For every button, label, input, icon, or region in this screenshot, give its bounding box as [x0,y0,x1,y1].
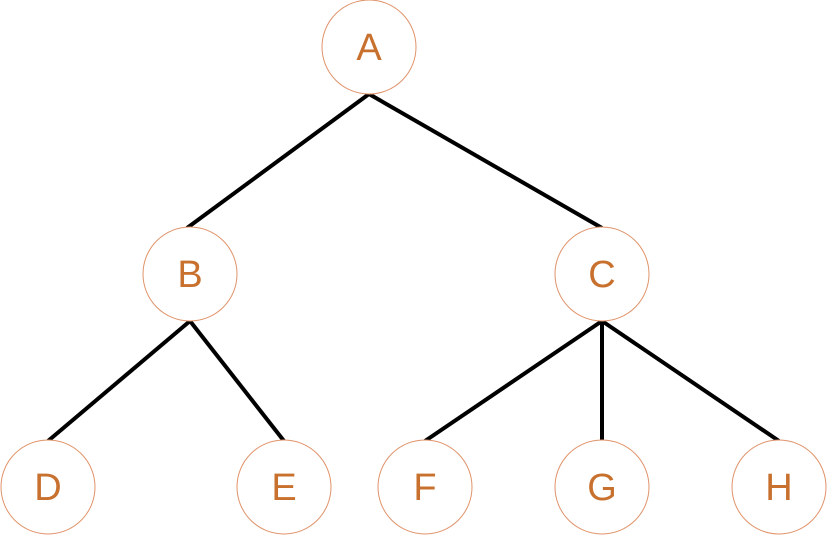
node-label-d: D [34,467,61,509]
edge-c-h [600,319,781,443]
node-circle-c [554,226,650,322]
node-label-e: E [271,467,296,509]
edge-a-b [185,92,371,230]
node-g: G [554,439,650,535]
node-d: D [0,439,96,535]
node-c: C [554,226,650,322]
node-f: F [377,439,473,535]
node-circle-a [321,0,417,95]
node-h: H [731,439,827,535]
edge-a-c [368,92,603,230]
node-label-a: A [356,27,382,69]
node-circle-g [554,439,650,535]
edges-layer [46,92,781,443]
node-a: A [321,0,417,95]
node-label-f: F [413,467,436,509]
node-label-c: C [588,254,615,296]
node-label-g: G [587,467,617,509]
node-label-b: B [177,254,202,296]
edge-b-e [188,319,286,443]
node-circle-d [0,439,96,535]
edge-c-f [423,319,604,443]
node-circle-b [142,226,238,322]
node-circle-h [731,439,827,535]
node-circle-e [236,439,332,535]
node-e: E [236,439,332,535]
edge-b-d [46,319,192,443]
node-label-h: H [765,467,792,509]
node-circle-f [377,439,473,535]
node-b: B [142,226,238,322]
